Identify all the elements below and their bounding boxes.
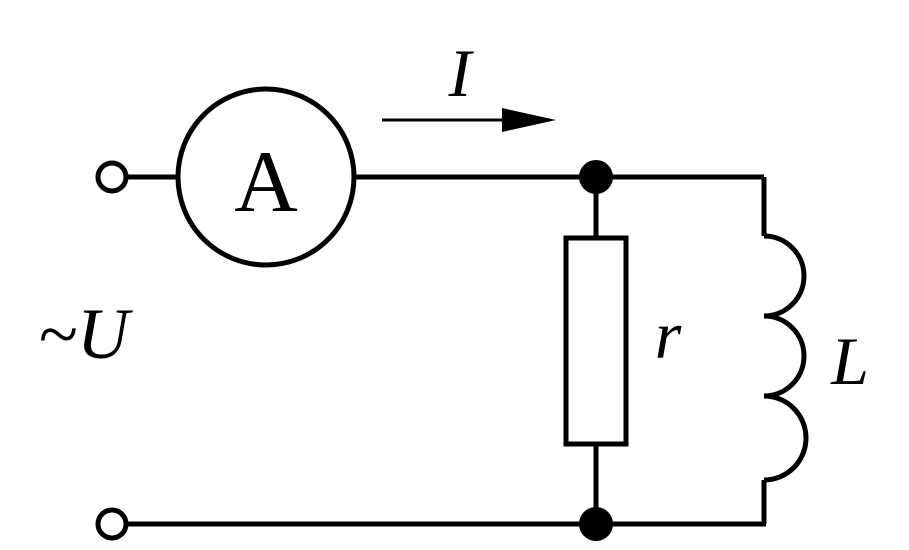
ammeter-symbol: A [234, 134, 298, 231]
terminal-bottom [95, 507, 129, 541]
current-arrow [382, 108, 556, 132]
current-arrow-head [502, 108, 556, 132]
resistor [563, 235, 629, 447]
current-label: I [448, 35, 475, 111]
inductor-label: L [830, 323, 869, 399]
voltage-label: ~U [38, 294, 133, 374]
resistor-label: r [655, 297, 682, 373]
inductor-coil [763, 233, 809, 483]
terminal-top [95, 160, 129, 194]
ammeter: A [175, 86, 357, 268]
